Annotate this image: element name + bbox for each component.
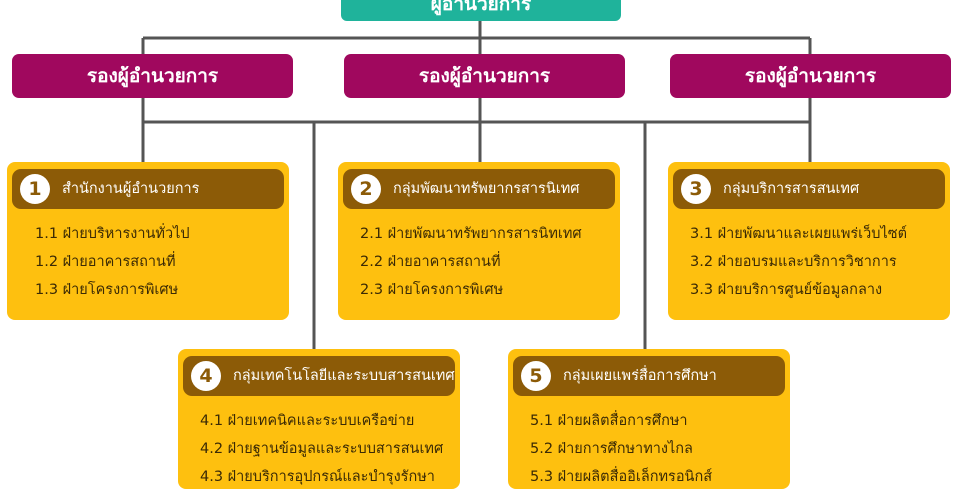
group-card-1: 1 สำนักงานผู้อำนวยการ 1.1 ฝ่ายบริหารงานท… <box>7 162 289 320</box>
group-item: 1.2 ฝ่ายอาคารสถานที่ <box>35 254 176 270</box>
group-number-4: 4 <box>191 361 221 391</box>
group-items-1: 1.1 ฝ่ายบริหารงานทั่วไป 1.2 ฝ่ายอาคารสถา… <box>35 220 190 304</box>
group-item: 2.1 ฝ่ายพัฒนาทรัพยากรสารนิทเทศ <box>360 226 582 242</box>
group-title-5: กลุ่มเผยแพร่สื่อการศึกษา <box>563 368 717 384</box>
group-number-5: 5 <box>521 361 551 391</box>
group-number-1: 1 <box>20 174 50 204</box>
group-number-3: 3 <box>681 174 711 204</box>
group-title-4: กลุ่มเทคโนโลยีและระบบสารสนเทศ <box>233 368 455 384</box>
group-item: 2.3 ฝ่ายโครงการพิเศษ <box>360 282 504 298</box>
group-item: 4.1 ฝ่ายเทคนิคและระบบเครือข่าย <box>200 413 415 429</box>
group-items-4: 4.1 ฝ่ายเทคนิคและระบบเครือข่าย 4.2 ฝ่ายฐ… <box>200 407 443 491</box>
group-item: 3.1 ฝ่ายพัฒนาและเผยแพร่เว็บไซต์ <box>690 226 908 242</box>
group-item: 1.1 ฝ่ายบริหารงานทั่วไป <box>35 226 190 242</box>
deputy-box-1: รองผู้อำนวยการ <box>12 54 293 98</box>
deputy-box-2: รองผู้อำนวยการ <box>344 54 625 98</box>
group-item: 3.3 ฝ่ายบริการศูนย์ข้อมูลกลาง <box>690 282 883 298</box>
group-item: 4.2 ฝ่ายฐานข้อมูลและระบบสารสนเทศ <box>200 441 444 457</box>
group-card-4: 4 กลุ่มเทคโนโลยีและระบบสารสนเทศ 4.1 ฝ่าย… <box>178 349 460 489</box>
group-item: 5.3 ฝ่ายผลิตสื่ออิเล็กทรอนิกส์ <box>530 469 713 485</box>
group-items-2: 2.1 ฝ่ายพัฒนาทรัพยากรสารนิทเทศ 2.2 ฝ่ายอ… <box>360 220 582 304</box>
group-header-1: 1 สำนักงานผู้อำนวยการ <box>12 169 284 209</box>
group-header-4: 4 กลุ่มเทคโนโลยีและระบบสารสนเทศ <box>183 356 455 396</box>
group-header-5: 5 กลุ่มเผยแพร่สื่อการศึกษา <box>513 356 785 396</box>
connector-lines <box>141 20 812 352</box>
director-box: ผู้อำนวยการ <box>341 0 621 21</box>
group-card-2: 2 กลุ่มพัฒนาทรัพยากรสารนิเทศ 2.1 ฝ่ายพัฒ… <box>338 162 620 320</box>
group-title-1: สำนักงานผู้อำนวยการ <box>62 181 200 197</box>
group-items-5: 5.1 ฝ่ายผลิตสื่อการศึกษา 5.2 ฝ่ายการศึกษ… <box>530 407 712 491</box>
group-card-5: 5 กลุ่มเผยแพร่สื่อการศึกษา 5.1 ฝ่ายผลิตส… <box>508 349 790 489</box>
group-item: 5.2 ฝ่ายการศึกษาทางไกล <box>530 441 693 457</box>
group-card-3: 3 กลุ่มบริการสารสนเทศ 3.1 ฝ่ายพัฒนาและเผ… <box>668 162 950 320</box>
group-item: 3.2 ฝ่ายอบรมและบริการวิชาการ <box>690 254 897 270</box>
group-title-2: กลุ่มพัฒนาทรัพยากรสารนิเทศ <box>393 181 580 197</box>
group-title-3: กลุ่มบริการสารสนเทศ <box>723 181 860 197</box>
group-item: 4.3 ฝ่ายบริการอุปกรณ์และบำรุงรักษา <box>200 469 435 485</box>
group-items-3: 3.1 ฝ่ายพัฒนาและเผยแพร่เว็บไซต์ 3.2 ฝ่าย… <box>690 220 907 304</box>
group-item: 5.1 ฝ่ายผลิตสื่อการศึกษา <box>530 413 688 429</box>
group-item: 2.2 ฝ่ายอาคารสถานที่ <box>360 254 501 270</box>
group-header-3: 3 กลุ่มบริการสารสนเทศ <box>673 169 945 209</box>
deputy-box-3: รองผู้อำนวยการ <box>670 54 951 98</box>
group-number-2: 2 <box>351 174 381 204</box>
group-header-2: 2 กลุ่มพัฒนาทรัพยากรสารนิเทศ <box>343 169 615 209</box>
group-item: 1.3 ฝ่ายโครงการพิเศษ <box>35 282 179 298</box>
